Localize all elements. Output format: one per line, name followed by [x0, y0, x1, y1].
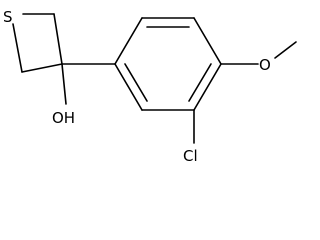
methoxy-oxygen-label: O — [259, 56, 271, 74]
hydroxyl-label: OH — [52, 109, 75, 127]
aromatic-inner-bond-2 — [188, 63, 212, 102]
bond-ch2-top-c3 — [53, 13, 63, 65]
aromatic-bond-4 — [193, 63, 222, 111]
sulfur-label: S — [3, 8, 13, 26]
aromatic-bond-1 — [114, 17, 143, 65]
bond-c3-ch2-bottom — [21, 63, 63, 73]
chemical-structure-diagram: S OH O Cl — [3, 8, 297, 165]
chloro-label: Cl — [183, 147, 198, 165]
aromatic-bond-3 — [193, 17, 222, 65]
bond-ch2-bottom-s — [12, 23, 23, 73]
aromatic-inner-bond-3 — [124, 63, 148, 102]
bond-c3-hydroxyl — [61, 63, 67, 105]
aromatic-bond-6 — [114, 63, 143, 111]
structure-canvas: S OH O Cl — [3, 8, 297, 165]
bond-methoxy-oxygen-methyl — [274, 41, 297, 59]
